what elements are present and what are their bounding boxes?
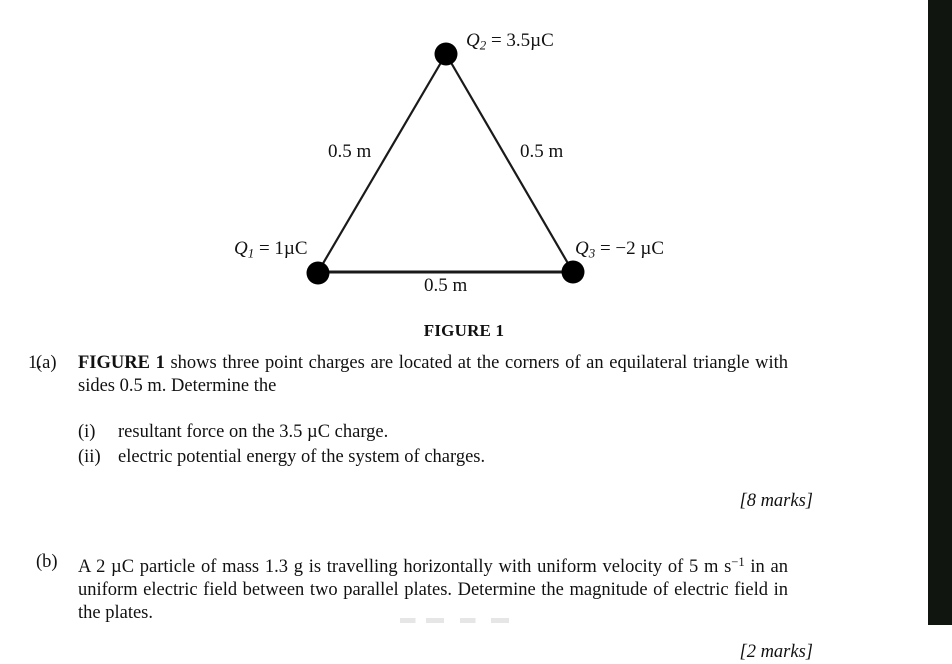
part-a-text: FIGURE 1 shows three point charges are l… — [78, 352, 788, 398]
page-bottom-cut-text — [400, 618, 530, 623]
part-a-body: shows three point charges are located at… — [78, 353, 788, 396]
subpart-ii-text: electric potential energy of the system … — [118, 447, 486, 467]
part-b-velocity-unit: 5 m s−1 — [688, 555, 745, 578]
side-length-right: 0.5 m — [520, 141, 564, 162]
charge-node-q3 — [561, 260, 585, 284]
question-body: 1. (a) FIGURE 1 shows three point charge… — [0, 352, 928, 664]
question-number: 1. — [28, 353, 42, 373]
subpart-i-text: resultant force on the 3.5 µC charge. — [118, 422, 389, 442]
marks-part-a: [8 marks] — [739, 491, 814, 511]
question-1-part-b: (b) A 2 µC particle of mass 1.3 g is tra… — [0, 551, 928, 625]
part-letter-b: (b) — [36, 552, 58, 572]
figure-reference-bold: FIGURE 1 — [78, 353, 165, 373]
side-length-bottom: 0.5 m — [424, 275, 468, 296]
side-length-left: 0.5 m — [328, 141, 372, 162]
subpart-ii: (ii) electric potential energy of the sy… — [78, 445, 928, 470]
charge-node-q2 — [434, 42, 458, 66]
part-b-line-2-post: in an uniform electric field between two… — [78, 557, 788, 601]
subpart-i: (i) resultant force on the 3.5 µC charge… — [78, 420, 928, 445]
subpart-i-marker: (i) — [78, 422, 96, 442]
charge-label-q3: Q3 = −2 µC — [575, 238, 664, 261]
charge-node-q1 — [306, 261, 330, 285]
figure-caption: FIGURE 1 — [423, 321, 505, 340]
triangle-edge-left — [317, 53, 447, 273]
part-letter-a: (a) — [36, 353, 57, 373]
subpart-ii-marker: (ii) — [78, 447, 101, 467]
triangle-diagram-svg — [306, 42, 585, 285]
velocity-exponent: −1 — [731, 555, 745, 569]
part-b-text: A 2 µC particle of mass 1.3 g is travell… — [78, 551, 788, 625]
part-b-line-3: magnitude of electric field in the plate… — [78, 580, 789, 624]
charge-label-q2: Q2 = 3.5µC — [466, 30, 554, 53]
figure-1-diagram: Q2 = 3.5µC Q1 = 1µC Q3 = −2 µC 0.5 m 0.5… — [0, 0, 928, 310]
triangle-edge-right — [445, 53, 574, 273]
part-b-line-2-pre: 5 m s — [688, 557, 732, 578]
part-a-subparts: (i) resultant force on the 3.5 µC charge… — [0, 420, 928, 470]
marks-part-b: [2 marks] — [739, 642, 814, 663]
part-b-line-1: A 2 µC particle of mass 1.3 g is travell… — [78, 557, 684, 578]
right-edge-shadow — [928, 0, 952, 625]
document-page: Q2 = 3.5µC Q1 = 1µC Q3 = −2 µC 0.5 m 0.5… — [0, 0, 928, 663]
charge-label-q1: Q1 = 1µC — [234, 238, 308, 261]
question-1-part-a: 1. (a) FIGURE 1 shows three point charge… — [0, 352, 928, 398]
